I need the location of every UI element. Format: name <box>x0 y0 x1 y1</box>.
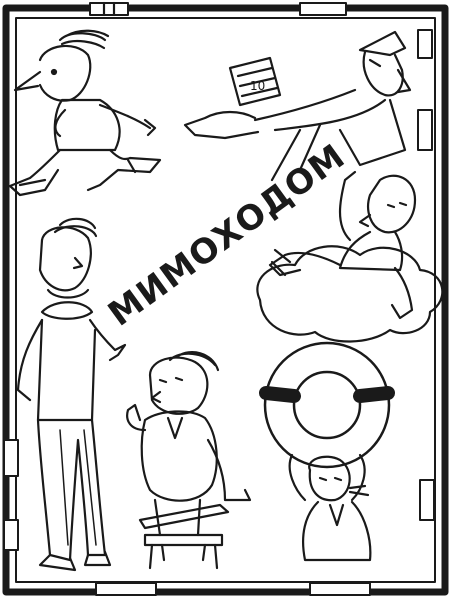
man-with-money-figure: 10 <box>183 30 412 182</box>
man-with-belt-figure <box>126 351 252 570</box>
man-on-cloud-figure <box>256 170 444 343</box>
svg-text:10: 10 <box>250 79 265 93</box>
man-with-ring-figure <box>259 341 395 562</box>
running-man-figure <box>8 29 162 197</box>
standing-man-figure <box>16 217 127 572</box>
